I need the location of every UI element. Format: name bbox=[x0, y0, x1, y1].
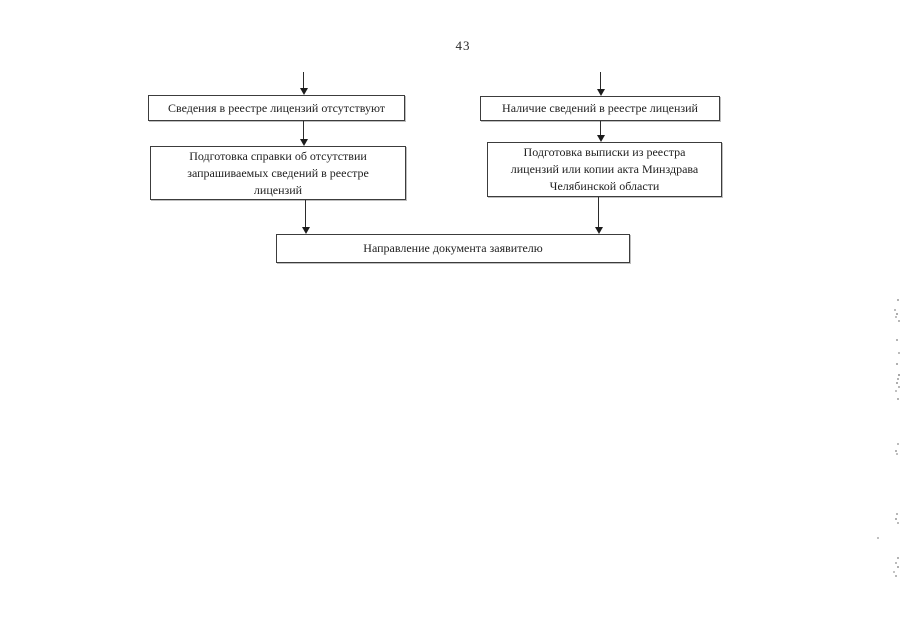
arrowhead-icon bbox=[596, 89, 605, 96]
arrow-shaft bbox=[303, 72, 304, 88]
arrow-shaft bbox=[305, 200, 306, 227]
flow-box-has-info-in-register: Наличие сведений в реестре лицензий bbox=[480, 96, 720, 121]
arrowhead-icon bbox=[299, 88, 308, 95]
arrow-shaft bbox=[600, 121, 601, 135]
arrow-down-has-info-to-extract bbox=[596, 121, 605, 142]
arrow-down-no-info-to-certificate bbox=[299, 121, 308, 146]
arrowhead-icon bbox=[301, 227, 310, 234]
arrowhead-icon bbox=[299, 139, 308, 146]
flow-box-prepare-absence-certificate: Подготовка справки об отсутствии запраши… bbox=[150, 146, 406, 200]
arrow-down-extract-to-send bbox=[594, 197, 603, 234]
arrow-down-into-has-info bbox=[596, 72, 605, 96]
flow-box-no-info-in-register: Сведения в реестре лицензий отсутствуют bbox=[148, 95, 405, 121]
flow-box-prepare-register-extract: Подготовка выписки из реестра лицензий и… bbox=[487, 142, 722, 197]
scan-noise-speckles bbox=[0, 0, 2, 2]
arrow-shaft bbox=[600, 72, 601, 89]
arrowhead-icon bbox=[596, 135, 605, 142]
arrow-down-certificate-to-send bbox=[301, 200, 310, 234]
arrowhead-icon bbox=[594, 227, 603, 234]
arrow-shaft bbox=[598, 197, 599, 227]
page-number: 43 bbox=[455, 38, 471, 53]
arrow-shaft bbox=[303, 121, 304, 139]
arrow-down-into-no-info bbox=[299, 72, 308, 95]
flow-box-send-document-to-applicant: Направление документа заявителю bbox=[276, 234, 630, 263]
